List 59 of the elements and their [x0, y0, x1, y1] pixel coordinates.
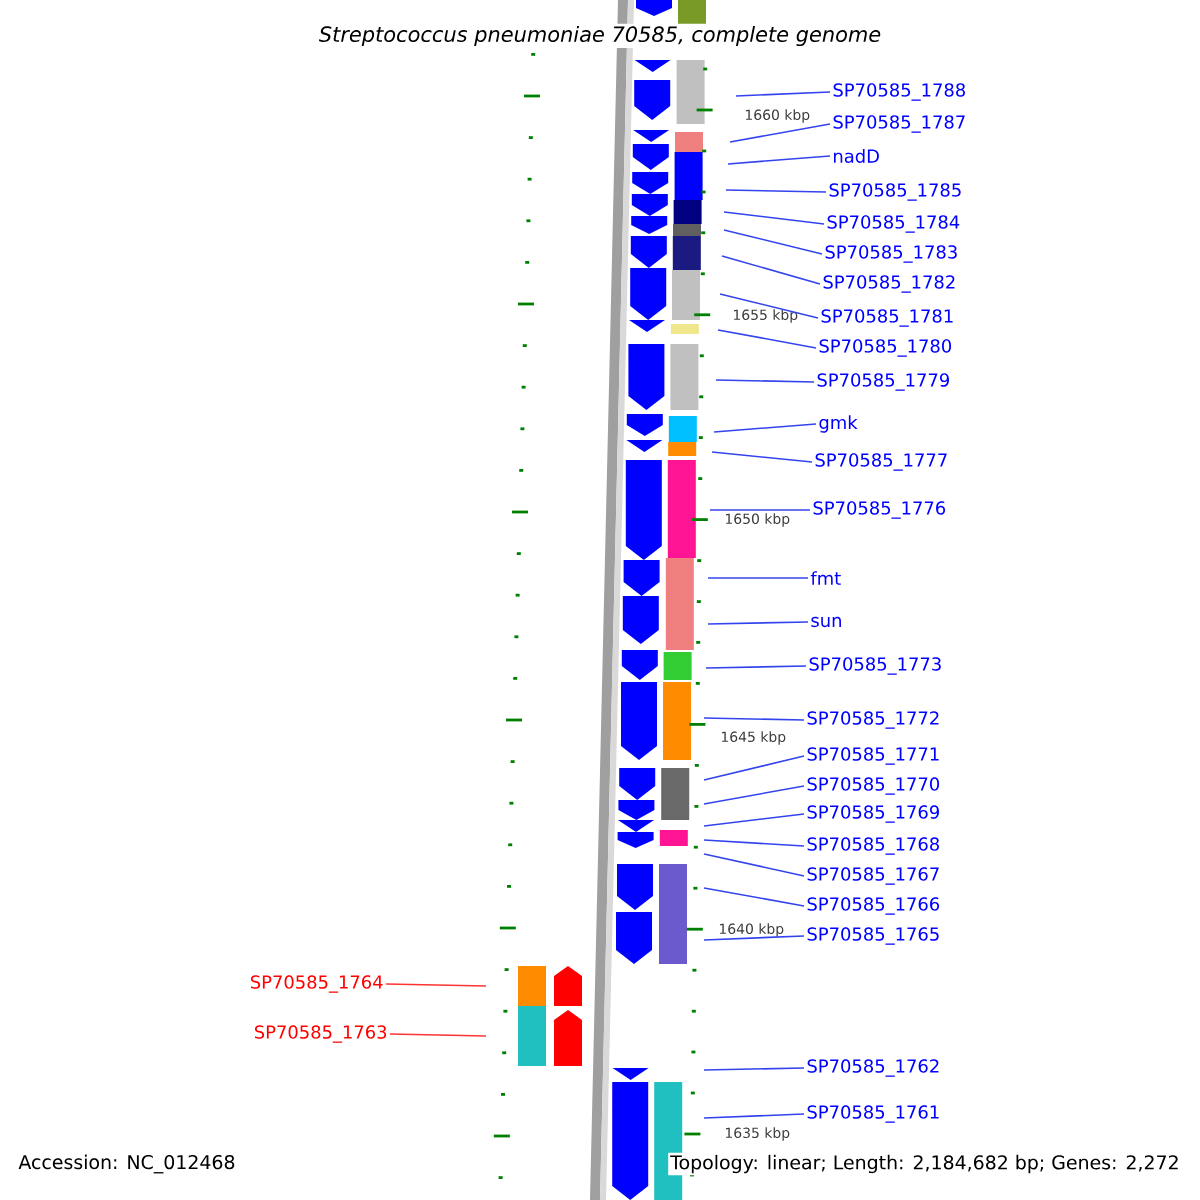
gene-label: sun — [811, 616, 841, 628]
leader-line — [729, 123, 831, 143]
gene-label: SP70585_1783 — [825, 245, 957, 263]
leader-line — [707, 577, 809, 579]
gene-label: SP70585_1761 — [807, 1105, 939, 1123]
leader-line — [723, 229, 823, 255]
genome-info-text: Topology: linear; Length: 2,184,682 bp; Genes: 2,272 — [668, 1152, 1182, 1176]
gene-label: SP70585_1763 — [254, 1025, 387, 1043]
leader-line — [721, 255, 821, 285]
leader-line — [703, 1067, 805, 1071]
gene-label: SP70585_1782 — [823, 275, 955, 293]
gene-label: SP70585_1777 — [815, 453, 947, 471]
leader-line — [735, 91, 831, 97]
leader-line — [703, 935, 805, 941]
leader-line — [723, 211, 825, 225]
gene-label: SP70585_1770 — [807, 777, 940, 795]
gene-label: gmk — [819, 415, 858, 433]
gene-label: SP70585_1762 — [807, 1059, 939, 1077]
leader-line — [717, 329, 817, 349]
title: Streptococcus pneumoniae 70585, complete genome — [316, 23, 884, 49]
leader-line — [385, 983, 487, 987]
leader-line — [703, 755, 805, 781]
leader-line — [709, 509, 811, 511]
leader-line — [711, 451, 813, 463]
leader-line — [389, 1033, 487, 1037]
gene-label: SP70585_1787 — [833, 115, 965, 133]
leader-line — [715, 379, 815, 383]
gene-label: SP70585_1768 — [807, 837, 939, 855]
gene-label: SP70585_1765 — [807, 927, 939, 945]
leader-line — [727, 155, 831, 165]
leader-line — [713, 423, 817, 433]
gene-label: SP70585_1780 — [819, 339, 952, 357]
leader-line — [725, 189, 827, 193]
gene-label: SP70585_1784 — [827, 215, 960, 233]
gene-label: SP70585_1772 — [807, 711, 939, 729]
gene-label: fmt — [810, 571, 841, 585]
gene-label: SP70585_1771 — [807, 747, 939, 765]
gene-label: SP70585_1767 — [807, 867, 939, 885]
leader-line — [707, 621, 809, 625]
gene-label: SP70585_1781 — [821, 309, 953, 327]
gene-label: SP70585_1773 — [809, 657, 941, 675]
leader-line — [703, 839, 805, 847]
leader-line — [703, 813, 805, 827]
leader-line — [705, 665, 807, 669]
gene-label: SP70585_1769 — [807, 805, 939, 823]
gene-label: SP70585_1788 — [833, 83, 965, 101]
gene-label: SP70585_1785 — [829, 183, 961, 201]
accession-text: Accession: NC_012468 — [16, 1152, 238, 1176]
gene-label: SP70585_1764 — [250, 975, 383, 993]
gene-label: SP70585_1779 — [817, 373, 949, 391]
gene-label: nadD — [834, 149, 879, 163]
leader-line — [703, 717, 805, 721]
leader-line — [719, 293, 819, 319]
gene-label: SP70585_1776 — [813, 501, 946, 519]
leader-line — [703, 853, 805, 877]
gene-label: SP70585_1766 — [807, 897, 940, 915]
leader-line — [703, 1113, 805, 1119]
leader-line — [703, 887, 805, 907]
leader-line — [703, 785, 805, 805]
